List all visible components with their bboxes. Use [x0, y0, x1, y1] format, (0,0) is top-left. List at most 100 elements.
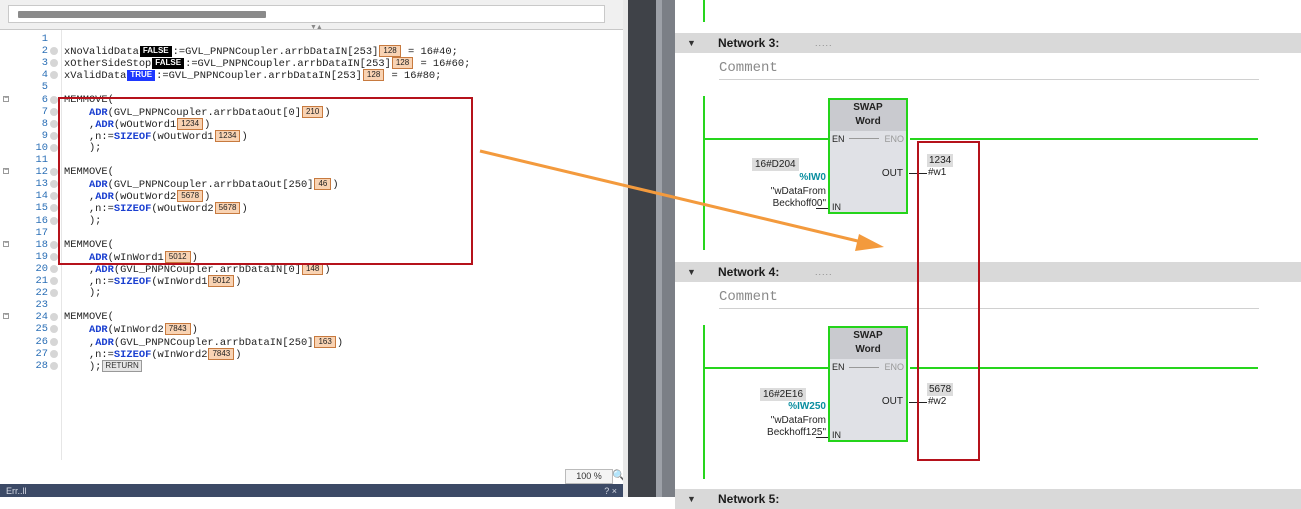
- breakpoint-marker-icon[interactable]: [50, 216, 58, 225]
- breakpoint-marker-icon[interactable]: [50, 180, 58, 189]
- code-line[interactable]: 22 );: [0, 287, 623, 299]
- network-3-comment[interactable]: Comment: [719, 57, 1259, 80]
- output-variable[interactable]: #w2: [928, 396, 947, 407]
- code-line[interactable]: 20 ,ADR(GVL_PNPNCoupler.arrbDataIN[0]148…: [0, 262, 623, 276]
- code-text[interactable]: );: [64, 287, 102, 300]
- breakpoint-marker-icon[interactable]: [50, 264, 58, 273]
- output-variable[interactable]: #w1: [928, 167, 947, 178]
- network-5-header[interactable]: ▼ Network 5:: [675, 489, 1301, 509]
- breakpoint-marker-icon[interactable]: [50, 59, 58, 68]
- breakpoint-marker-icon[interactable]: [50, 47, 58, 56]
- code-text[interactable]: );: [64, 214, 102, 227]
- code-line[interactable]: 1: [0, 33, 623, 45]
- breakpoint-marker-icon[interactable]: [50, 240, 58, 249]
- swap-block-1[interactable]: SWAP Word EN ENO OUT IN: [828, 98, 908, 214]
- horizontal-scrollbar[interactable]: [8, 5, 605, 23]
- block-type[interactable]: Word: [855, 344, 881, 355]
- breakpoint-marker-icon[interactable]: [50, 325, 58, 334]
- breakpoint-marker-icon[interactable]: [50, 192, 58, 201]
- network-comment-dots[interactable]: .....: [815, 267, 833, 277]
- fold-toggle-icon[interactable]: −: [3, 167, 9, 176]
- splitter-band[interactable]: [656, 0, 662, 497]
- code-text[interactable]: ,ADR(GVL_PNPNCoupler.arrbDataIN[250]163): [64, 335, 344, 349]
- code-line[interactable]: 7 ADR(GVL_PNPNCoupler.arrbDataOut[0]210): [0, 105, 623, 119]
- breakpoint-marker-icon[interactable]: [50, 361, 58, 370]
- code-text[interactable]: MEMMOVE(: [64, 166, 114, 179]
- breakpoint-marker-icon[interactable]: [50, 168, 58, 177]
- input-tag[interactable]: "wDataFrom Beckhoff125": [720, 415, 826, 439]
- code-text[interactable]: MEMMOVE(: [64, 311, 114, 324]
- collapse-triangle-icon[interactable]: ▼: [687, 494, 696, 504]
- fold-toggle-icon[interactable]: −: [3, 94, 9, 103]
- network-4-header[interactable]: ▼ Network 4: .....: [675, 262, 1301, 282]
- network-comment-dots[interactable]: .....: [815, 38, 833, 48]
- collapse-triangle-icon[interactable]: ▼: [687, 267, 696, 277]
- code-text[interactable]: MEMMOVE(: [64, 93, 114, 106]
- horizontal-scrollbar-thumb[interactable]: [18, 11, 266, 18]
- breakpoint-marker-icon[interactable]: [50, 95, 58, 104]
- fold-toggle-icon[interactable]: −: [3, 312, 9, 321]
- network-4-comment[interactable]: Comment: [719, 286, 1259, 309]
- code-line[interactable]: 13 ADR(GVL_PNPNCoupler.arrbDataOut[250]4…: [0, 178, 623, 191]
- code-text[interactable]: );RETURN: [64, 359, 143, 373]
- code-line[interactable]: 5: [0, 81, 623, 93]
- block-type[interactable]: Word: [855, 116, 881, 127]
- breakpoint-marker-icon[interactable]: [50, 71, 58, 80]
- code-text[interactable]: MEMMOVE(: [64, 238, 114, 251]
- splitter-grip-icon[interactable]: ▼▲: [310, 24, 323, 31]
- breakpoint-marker-icon[interactable]: [50, 313, 58, 322]
- code-line[interactable]: 28 );RETURN: [0, 359, 623, 373]
- breakpoint-marker-icon[interactable]: [50, 204, 58, 213]
- code-line[interactable]: 10 );: [0, 142, 623, 154]
- lad-editor-pane[interactable]: [675, 0, 1301, 497]
- code-text[interactable]: );: [64, 141, 102, 154]
- zoom-level-box[interactable]: 100 %: [565, 469, 613, 484]
- breakpoint-marker-icon[interactable]: [50, 131, 58, 140]
- swap-block-2[interactable]: SWAP Word EN ENO OUT IN: [828, 326, 908, 442]
- bottom-panel-controls[interactable]: ? ×: [604, 486, 617, 496]
- breakpoint-marker-icon[interactable]: [50, 337, 58, 346]
- breakpoint-marker-icon[interactable]: [50, 277, 58, 285]
- breakpoint-marker-icon[interactable]: [50, 119, 58, 128]
- breakpoint-marker-icon[interactable]: [50, 252, 58, 261]
- code-line[interactable]: 26 ,ADR(GVL_PNPNCoupler.arrbDataIN[250]1…: [0, 335, 623, 349]
- code-text[interactable]: ADR(GVL_PNPNCoupler.arrbDataOut[250]46): [88, 178, 339, 191]
- code-line[interactable]: 16 );: [0, 215, 623, 227]
- breakpoint-marker-icon[interactable]: [50, 107, 58, 116]
- code-line[interactable]: 23: [0, 299, 623, 311]
- fold-toggle-icon[interactable]: −: [3, 239, 9, 248]
- breakpoint-marker-icon[interactable]: [50, 289, 58, 298]
- collapse-triangle-icon[interactable]: ▼: [687, 38, 696, 48]
- breakpoint-marker-icon[interactable]: [50, 349, 58, 358]
- code-text[interactable]: ADR(GVL_PNPNCoupler.arrbDataOut[0]210): [88, 105, 331, 119]
- network-3-header[interactable]: ▼ Network 3: .....: [675, 33, 1301, 53]
- input-tag[interactable]: "wDataFrom Beckhoff00": [730, 186, 826, 210]
